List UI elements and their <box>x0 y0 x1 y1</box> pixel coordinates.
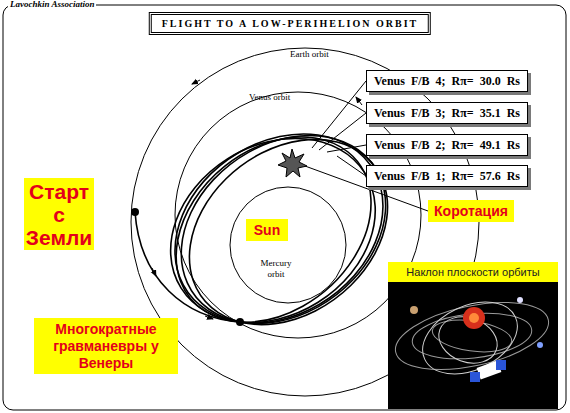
venus-orbit <box>175 92 421 338</box>
node-text: Venus F/B 4; Rπ= 30.0 Rs <box>374 74 520 89</box>
orbit-label: Venus orbit <box>249 92 290 103</box>
title-box: FLIGHT TO A LOW-PERIHELION ORBIT <box>149 12 431 35</box>
transfer-orbits <box>135 134 388 325</box>
frame <box>3 5 566 410</box>
sun-label: Sun <box>246 219 288 241</box>
node-text: Наклон плоскости орбиты <box>406 266 539 279</box>
node-text: Venus F/B 3; Rπ= 35.1 Rs <box>374 106 520 121</box>
flyby-point <box>236 318 244 326</box>
direction-arrow <box>192 80 200 84</box>
node-text: Старт с Земли <box>24 180 94 249</box>
organization-label: Lavochkin Association <box>8 0 96 10</box>
node-text: Venus F/B 2; Rπ= 49.1 Rs <box>374 138 520 153</box>
direction-arrow <box>152 268 156 276</box>
corotation-label: Коротация <box>428 200 514 222</box>
flyby-box: Venus F/B 4; Rπ= 30.0 Rs <box>366 70 528 92</box>
direction-arrow <box>205 316 213 319</box>
flyby-box: Venus F/B 1; Rπ= 57.6 Rs <box>366 165 528 187</box>
node-text: Venus F/B 1; Rπ= 57.6 Rs <box>374 169 520 184</box>
inset-picture <box>388 282 558 409</box>
node-text: Многократные гравманевры у Венеры <box>34 321 178 372</box>
flyby-box: Venus F/B 2; Rπ= 49.1 Rs <box>366 134 528 156</box>
node-text: Коротация <box>434 203 508 219</box>
launch-label: Старт с Земли <box>24 178 94 250</box>
orbit-label: Earth orbit <box>290 49 329 60</box>
mercury-orbit <box>230 187 346 303</box>
sun-symbol <box>278 149 307 177</box>
orbit-label: Mercury orbit <box>255 258 297 280</box>
node-text: Sun <box>254 222 280 238</box>
inclination-label: Наклон плоскости орбиты <box>388 262 558 282</box>
gravity-assist-label: Многократные гравманевры у Венеры <box>34 318 178 374</box>
flyby-box: Venus F/B 3; Rπ= 35.1 Rs <box>366 102 528 124</box>
direction-arrow <box>356 97 362 105</box>
launch-point <box>131 208 139 216</box>
